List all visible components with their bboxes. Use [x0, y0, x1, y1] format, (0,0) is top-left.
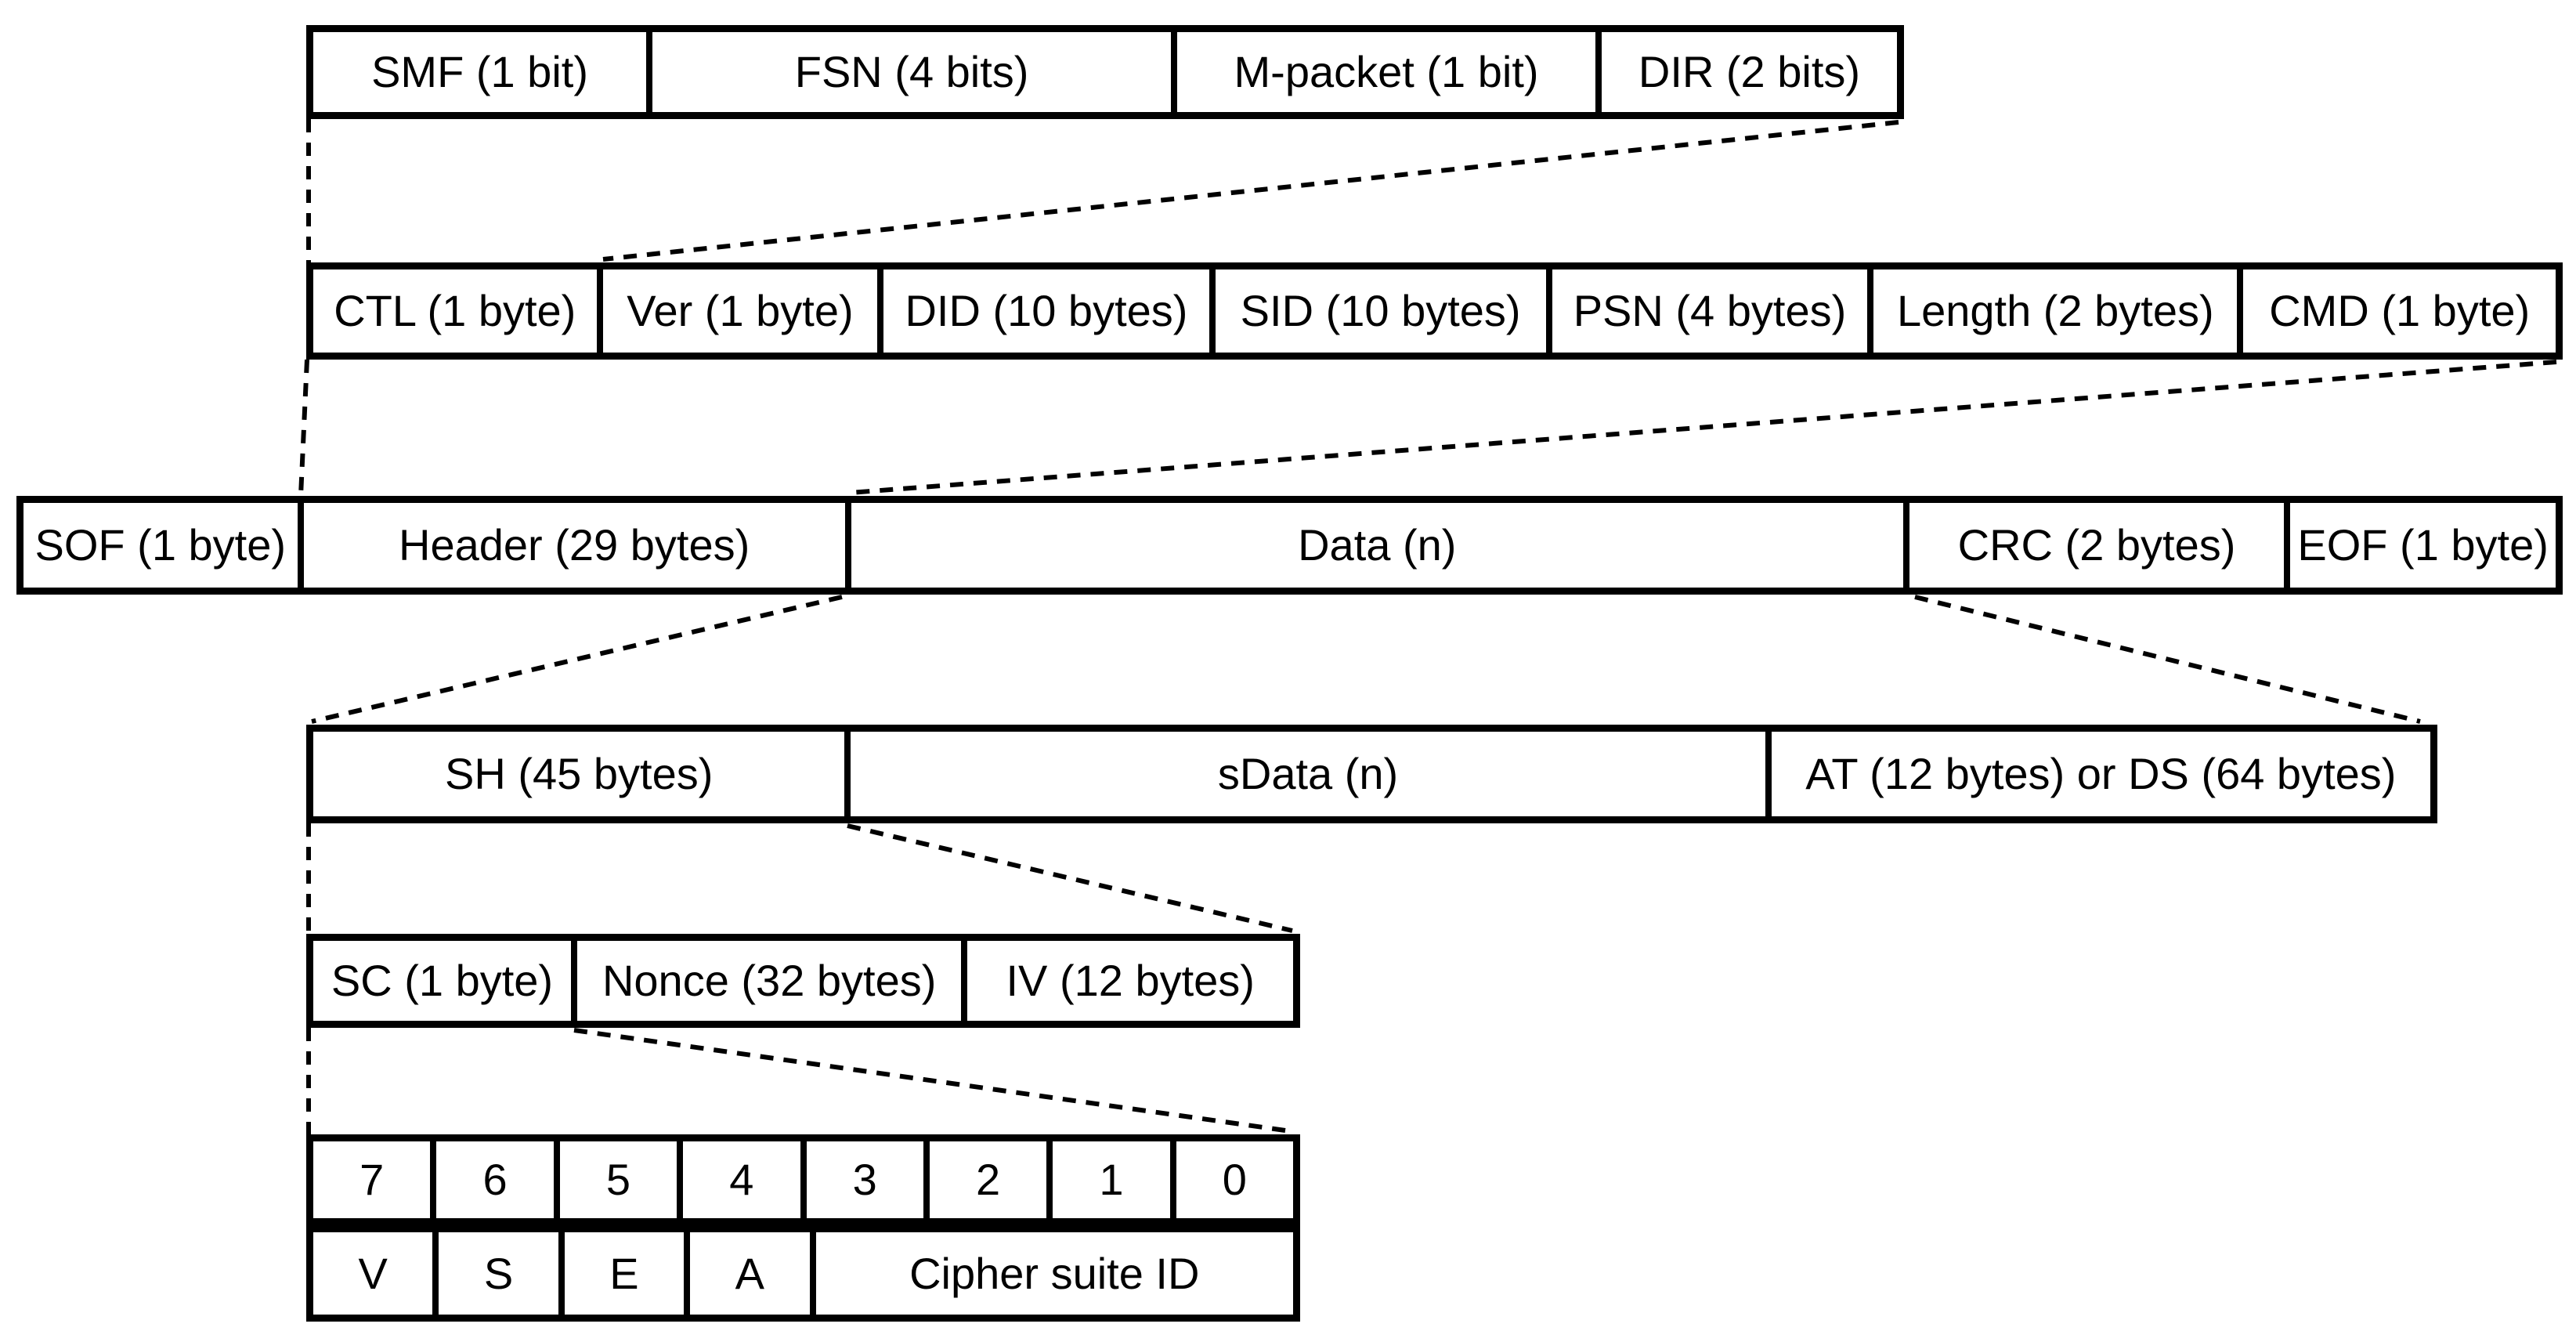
bit-1: 1	[1053, 1141, 1176, 1218]
bit-0: 0	[1222, 1155, 1247, 1204]
flag-e: E	[565, 1232, 691, 1315]
bit-6: 6	[436, 1141, 560, 1218]
field-eof: EOF (1 byte)	[2297, 520, 2549, 570]
bit-4: 4	[683, 1141, 807, 1218]
bit-5: 5	[560, 1141, 684, 1218]
field-sof: SOF (1 byte)	[23, 503, 304, 588]
field-cmd: CMD (1 byte)	[2269, 286, 2531, 335]
field-smf: SMF (1 bit)	[313, 32, 653, 112]
field-m-packet: M-packet (1 bit)	[1177, 32, 1602, 112]
flag-s: S	[439, 1232, 565, 1315]
connector-header-left	[298, 359, 309, 497]
connector-ctl-right	[602, 120, 1899, 262]
flag-v: V	[313, 1232, 439, 1315]
connector-data-right	[1914, 595, 2421, 724]
field-data: Data (n)	[851, 503, 1909, 588]
sc-bit-fields-row: V S E A Cipher suite ID	[306, 1225, 1300, 1322]
secure-header-fields-row: SC (1 byte) Nonce (32 bytes) IV (12 byte…	[306, 934, 1300, 1028]
field-at-or-ds: AT (12 bytes) or DS (64 bytes)	[1805, 749, 2397, 798]
connector-data-left	[311, 595, 843, 724]
field-header: Header (29 bytes)	[304, 503, 851, 588]
field-sh: SH (45 bytes)	[313, 732, 851, 816]
bit-2: 2	[930, 1141, 1053, 1218]
ctl-bit-fields-row: SMF (1 bit) FSN (4 bits) M-packet (1 bit…	[306, 25, 1904, 119]
field-cipher-suite-id: Cipher suite ID	[909, 1248, 1200, 1298]
flag-a: A	[690, 1232, 816, 1315]
bit-7: 7	[313, 1141, 437, 1218]
packet-frame-row: SOF (1 byte) Header (29 bytes) Data (n) …	[16, 496, 2563, 595]
field-fsn: FSN (4 bits)	[652, 32, 1178, 112]
field-psn: PSN (4 bytes)	[1552, 269, 1874, 353]
field-nonce: Nonce (32 bytes)	[577, 941, 968, 1021]
field-sc: SC (1 byte)	[313, 941, 577, 1021]
field-did: DID (10 bytes)	[883, 269, 1216, 353]
field-crc: CRC (2 bytes)	[1909, 503, 2291, 588]
field-iv: IV (12 bytes)	[1006, 956, 1255, 1005]
field-dir: DIR (2 bits)	[1638, 47, 1861, 96]
field-length: Length (2 bytes)	[1873, 269, 2244, 353]
connector-sc-right	[573, 1028, 1292, 1134]
field-sid: SID (10 bytes)	[1216, 269, 1552, 353]
field-ver: Ver (1 byte)	[603, 269, 884, 353]
field-ctl: CTL (1 byte)	[313, 269, 603, 353]
bit-3: 3	[807, 1141, 930, 1218]
header-fields-row: CTL (1 byte) Ver (1 byte) DID (10 bytes)…	[306, 262, 2563, 360]
field-sdata: sData (n)	[851, 732, 1772, 816]
connector-header-right	[849, 360, 2557, 495]
data-fields-row: SH (45 bytes) sData (n) AT (12 bytes) or…	[306, 725, 2437, 823]
connector-sh-right	[847, 823, 1293, 933]
sc-bit-indices-row: 7 6 5 4 3 2 1 0	[306, 1134, 1300, 1225]
